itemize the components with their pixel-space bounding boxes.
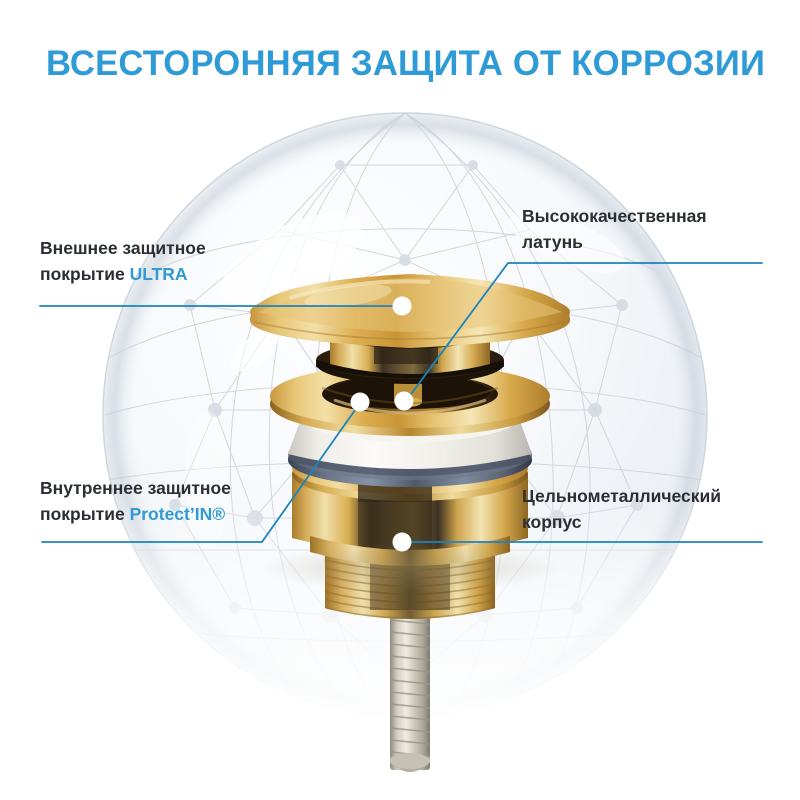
callout-inner-coating: Внутреннее защитное покрытие Protect’IN® bbox=[40, 475, 231, 527]
callout-brass-line2: латунь bbox=[522, 229, 707, 255]
callout-outer-coating-accent: ULTRA bbox=[129, 264, 188, 284]
anchor-dot-metal-body bbox=[392, 532, 412, 552]
callout-outer-coating-prefix: покрытие bbox=[40, 264, 130, 284]
callout-outer-coating: Внешнее защитное покрытие ULTRA bbox=[40, 235, 206, 287]
anchor-dot-brass bbox=[394, 391, 414, 411]
callout-inner-coating-line2: покрытие Protect’IN® bbox=[40, 501, 231, 527]
callout-outer-coating-line2: покрытие ULTRA bbox=[40, 261, 206, 287]
callout-outer-coating-line1: Внешнее защитное bbox=[40, 238, 206, 258]
steel-screw-part bbox=[389, 598, 431, 772]
callout-brass-line1: Высококачественная bbox=[522, 206, 707, 226]
callout-metal-body-line2: корпус bbox=[522, 509, 721, 535]
callout-anchor-dots bbox=[350, 296, 414, 552]
callout-metal-body-prefix: корпус bbox=[522, 512, 582, 532]
callout-brass-prefix: латунь bbox=[522, 232, 583, 252]
callout-all-metal-body: Цельнометаллический корпус bbox=[522, 483, 721, 535]
callout-inner-coating-line1: Внутреннее защитное bbox=[40, 478, 231, 498]
leader-brass bbox=[405, 262, 763, 402]
callout-inner-coating-accent: Protect’IN® bbox=[129, 504, 226, 524]
upper-oring-part bbox=[316, 341, 504, 384]
lower-oring-part bbox=[288, 428, 532, 487]
callout-inner-coating-prefix: покрытие bbox=[40, 504, 130, 524]
anchor-dot-inner-coating bbox=[350, 392, 370, 412]
anchor-dot-outer-coating bbox=[392, 296, 412, 316]
cap-stem-part bbox=[330, 330, 490, 374]
foam-gasket-part bbox=[288, 394, 532, 469]
callout-high-quality-brass: Высококачественная латунь bbox=[522, 203, 707, 255]
threaded-collar-part bbox=[325, 554, 495, 619]
cap-part bbox=[250, 274, 570, 348]
valve-body-part bbox=[292, 442, 528, 566]
flange-part bbox=[270, 364, 550, 436]
callout-metal-body-line1: Цельнометаллический bbox=[522, 486, 722, 506]
page-title: ВСЕСТОРОННЯЯ ЗАЩИТА ОТ КОРРОЗИИ bbox=[46, 44, 766, 83]
